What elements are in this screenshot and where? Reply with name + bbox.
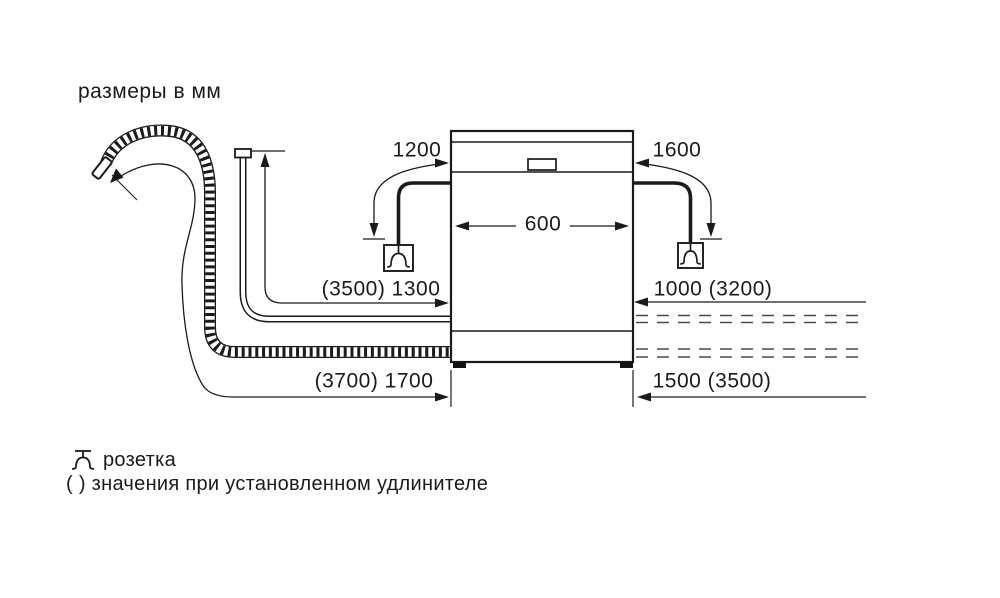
dim-supply-hose-label: (3500) 1300 xyxy=(321,277,441,301)
foot-right xyxy=(620,362,633,368)
power-cord-right xyxy=(633,181,693,243)
drain-hose xyxy=(91,124,452,358)
extension-dashed-lines xyxy=(636,314,864,358)
socket-box-right xyxy=(677,242,704,269)
drain-hose-end-cap xyxy=(91,156,113,180)
power-cord-left xyxy=(396,181,451,245)
socket-icon xyxy=(71,450,95,470)
dim-cord-left-label: 1200 xyxy=(392,138,442,162)
socket-box-left xyxy=(383,244,414,272)
legend-socket-label: розетка xyxy=(103,449,176,471)
supply-hose-end-cap xyxy=(234,148,252,159)
dim-cord-right-label: 1600 xyxy=(652,138,702,162)
arrowheads xyxy=(110,153,716,402)
socket-icon xyxy=(386,245,411,268)
control-display xyxy=(527,158,557,171)
dim-drain-hose-label: (3700) 1700 xyxy=(314,369,434,393)
legend-parentheses-note: ( ) значения при установленном удлинител… xyxy=(66,473,489,495)
supply-hose xyxy=(234,148,452,323)
dim-right-lower-label: 1500 (3500) xyxy=(652,369,772,393)
foot-left xyxy=(453,362,466,368)
dim-right-upper-label: 1000 (3200) xyxy=(653,277,773,301)
dishwasher-outline xyxy=(449,129,635,407)
socket-icon xyxy=(679,243,702,265)
diagram-title: размеры в мм xyxy=(78,80,222,103)
dim-width-label: 600 xyxy=(524,212,562,236)
